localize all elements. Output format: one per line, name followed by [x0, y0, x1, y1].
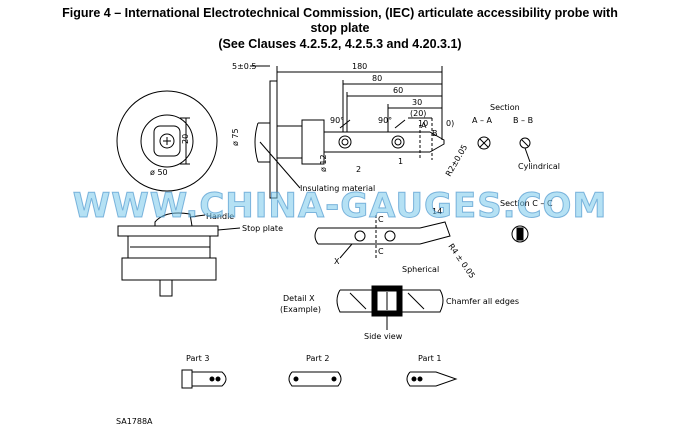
dim-0: 0) — [446, 119, 454, 128]
dim-10: 10 — [418, 119, 428, 128]
section-cc-label: Section C – C — [500, 199, 553, 208]
radius-r2: R2±0.05 — [444, 143, 469, 178]
detail-x-example-label: (Example) — [280, 305, 321, 314]
angle-90-a: 90° — [330, 116, 344, 125]
section-mark-c-top: C — [378, 215, 384, 224]
section-mark-c-bottom: C — [378, 247, 384, 256]
part-number-2: 2 — [356, 165, 361, 174]
section-bb-view — [519, 137, 531, 163]
dim-dia-50: ø 50 — [150, 168, 168, 177]
radius-r4: R4 ± 0.05 — [446, 242, 476, 280]
cylindrical-label: Cylindrical — [518, 162, 560, 171]
section-aa-view — [477, 136, 491, 150]
spherical-label: Spherical — [402, 265, 439, 274]
section-bb-label: B – B — [513, 116, 533, 125]
watermark: WWW.CHINA-GAUGES.COM — [72, 186, 608, 227]
detail-x-view — [336, 285, 444, 330]
detail-mark-x: X — [334, 257, 340, 266]
handle-leader — [189, 214, 206, 218]
part-3-label: Part 3 — [186, 354, 209, 363]
side-view-label: Side view — [364, 332, 403, 341]
detail-x-label: Detail X — [283, 294, 315, 303]
section-cc-view — [511, 225, 529, 243]
angle-90-b: 90° — [378, 116, 392, 125]
dim-30: 30 — [412, 98, 422, 107]
dim-dia-12: ø 12 — [319, 154, 328, 172]
stop-plate-label: Stop plate — [242, 224, 283, 233]
insulating-material-label: Insulating material — [300, 184, 375, 193]
drawing-reference: SA1788A — [116, 417, 153, 426]
dim-5: 5±0.5 — [232, 62, 257, 71]
part-2-view — [288, 371, 342, 387]
dim-20-ref: (20) — [410, 109, 426, 118]
handle-assembly — [117, 212, 219, 297]
part-1-view — [406, 371, 458, 387]
figure-subtitle-clauses: (See Clauses 4.2.5.2, 4.2.5.3 and 4.20.3… — [218, 37, 462, 51]
stop-plate-front-view — [116, 90, 218, 192]
part-2-label: Part 2 — [306, 354, 329, 363]
figure-title-line-2: stop plate — [310, 21, 370, 35]
section-mark-a: A — [421, 121, 427, 130]
section-aa-label: A – A — [472, 116, 493, 125]
part-1-label: Part 1 — [418, 354, 441, 363]
part-number-1: 1 — [398, 157, 403, 166]
probe-articulated-view — [314, 215, 451, 259]
dim-dia-75: ø 75 — [231, 128, 240, 146]
dim-14: 14 — [432, 207, 442, 216]
probe-side-view — [254, 80, 445, 199]
dim-180: 180 — [352, 62, 367, 71]
dim-80: 80 — [372, 74, 382, 83]
section-label: Section — [490, 103, 520, 112]
dim-20: 20 — [181, 134, 190, 144]
insulating-leader — [259, 141, 301, 189]
dim-60: 60 — [393, 86, 403, 95]
chamfer-label: Chamfer all edges — [446, 297, 519, 306]
figure-title-line-1: Figure 4 – International Electrotechnica… — [62, 6, 618, 20]
dimension-lines — [250, 65, 443, 140]
section-mark-b: B — [432, 129, 438, 138]
handle-label: Handle — [206, 212, 234, 221]
part-3-view — [181, 369, 227, 389]
stop-plate-leader — [217, 227, 241, 231]
